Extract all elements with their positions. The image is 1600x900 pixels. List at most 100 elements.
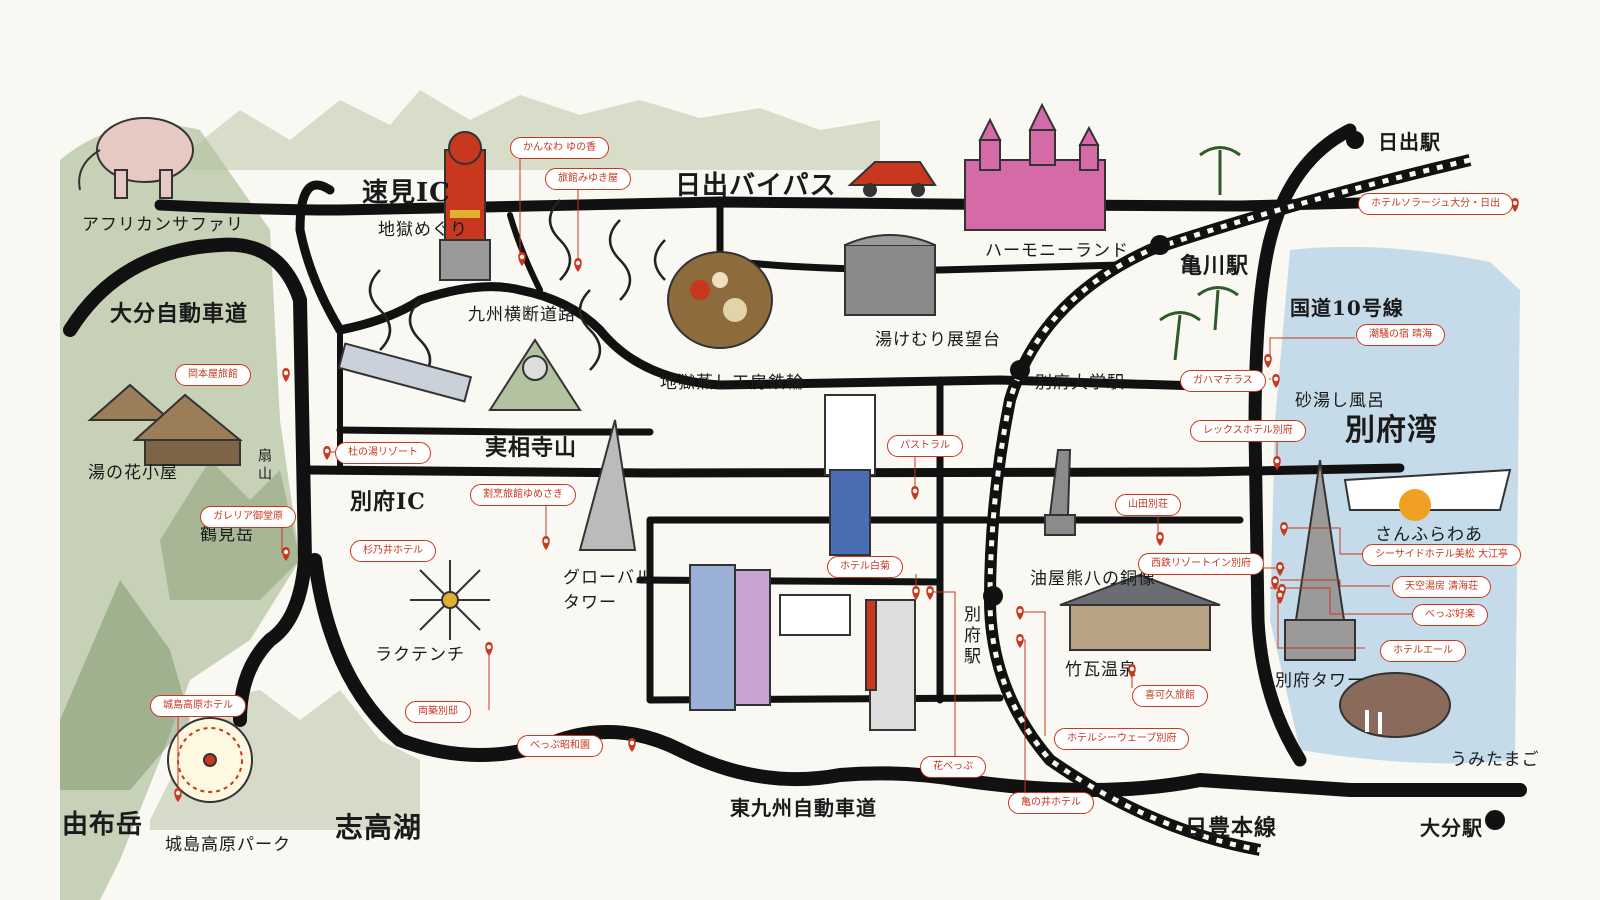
pin-label-okamotoya[interactable]: 岡本屋旅館 [175,364,251,386]
label-kijima-kogen-park: 城島高原パーク [165,835,291,855]
hut-building [87,383,243,466]
pin-label-morinoyu[interactable]: 杜の湯リゾート [335,442,431,464]
label-kamegawa-station: 亀川駅 [1180,253,1250,279]
tsurumidake-mountain [160,460,300,600]
label-yukemuri-observatory: 湯けむり展望台 [875,330,1001,350]
pin-label-showaen[interactable]: べっぷ昭和園 [517,735,603,757]
pin-label-suginoi[interactable]: 杉乃井ホテル [350,540,436,562]
label-rakutenchi: ラクテンチ [375,645,465,665]
pin-label-nishitetsu[interactable]: 西鉄リゾートイン別府 [1138,553,1264,575]
label-route10: 国道10号線 [1290,296,1404,320]
pin-icon-seikaiso[interactable] [1271,576,1279,590]
city-road-1 [336,426,654,436]
label-hiji-station: 日出駅 [1378,130,1441,154]
oita-station-mark [1485,810,1505,830]
pin-icon-okamotoya[interactable] [282,368,290,382]
global-tower [578,419,637,551]
noren-curtain [779,594,851,636]
hiji-station-mark [1346,131,1364,149]
pin-icon-morinoyu[interactable] [323,446,331,460]
rakutenchi-ferris [410,560,490,640]
oita-expressway-road [63,237,312,727]
pin-label-ryochiku[interactable]: 両築別邸 [405,701,471,723]
pin-icon-harumi[interactable] [1264,354,1272,368]
pin-label-rex[interactable]: レックスホテル別府 [1190,420,1306,442]
pin-icon-yamada[interactable] [1156,532,1164,546]
pin-label-pastoral[interactable]: パストラル [887,435,963,457]
hiji-bypass-road [154,194,1486,216]
red-oni-statue [439,131,491,281]
pin-icon-kamenoi[interactable] [1016,634,1024,648]
pin-icon-kikaku[interactable] [1128,664,1136,678]
pin-label-kikaku[interactable]: 喜可久旅館 [1132,685,1208,707]
pin-label-kannawa[interactable]: かんなわ ゆの香 [510,137,610,159]
pin-icon-ale[interactable] [1276,590,1284,604]
pin-label-kijima-hotel[interactable]: 城島高原ホテル [150,695,246,717]
label-jissoji-yama: 実相寺山 [485,435,578,461]
pin-label-ale[interactable]: ホテルエール [1380,640,1466,662]
yufudake-mountain [60,580,190,790]
pin-icon-showaen[interactable] [628,738,636,752]
pin-label-hanabeppu[interactable]: 花べっぷ [920,756,986,778]
yukemuri-observatory [844,234,936,316]
pin-icon-shiragiku-2[interactable] [926,586,934,600]
pin-icon-seawave[interactable] [1016,606,1024,620]
pin-icon-galleria[interactable] [282,547,290,561]
pin-label-yamada[interactable]: 山田別荘 [1115,494,1181,516]
label-beppu-univ-station: 別府大学駅 [1035,373,1125,393]
label-umitamago: うみたまご [1450,750,1540,770]
jigoku-mushi-plate [667,251,773,349]
label-takegawara-onsen: 竹瓦温泉 [1065,660,1137,680]
label-higashi-kyushu-expressway: 東九州自動車道 [730,796,877,820]
pin-icon-bimatsu[interactable] [1280,522,1288,536]
pin-label-shiragiku[interactable]: ホテル白菊 [827,556,903,578]
pin-icon-pastoral[interactable] [911,486,919,500]
sunflower-ferry [1343,468,1512,521]
label-oita-expressway: 大分自動車道 [110,301,249,327]
bathers-figures [337,342,916,731]
jissoji-temple [488,338,582,411]
pin-icon-kijima-hotel[interactable] [174,788,182,802]
pin-icon-ryochiku[interactable] [485,642,493,656]
label-nippo-line: 日豊本線 [1185,815,1278,841]
label-aburaya-statue: 油屋熊八の銅像 [1030,569,1156,589]
pin-label-bimatsu[interactable]: シーサイドホテル美松 大江亭 [1362,544,1521,566]
red-car [847,161,937,197]
label-harmony-land: ハーモニーランド [985,241,1129,261]
pin-label-gahama[interactable]: ガハマテラス [1180,370,1266,392]
beppu-station-mark [983,586,1003,606]
aburaya-statue [1044,449,1076,536]
pin-label-yumesaki[interactable]: 割烹旅館ゆめさき [470,484,576,506]
pin-icon-nishitetsu[interactable] [1276,562,1284,576]
pin-label-seikaiso[interactable]: 天空湯房 清海荘 [1392,576,1492,598]
kamegawa-station-mark [1150,235,1170,255]
pin-icon-miyukiya[interactable] [574,258,582,272]
pin-label-seawave[interactable]: ホテルシーウェーブ別府 [1054,728,1190,750]
pin-label-koraku[interactable]: べっぷ好楽 [1412,604,1488,626]
pin-icon-yumesaki[interactable] [542,536,550,550]
label-jigokumushi-kobo: 地獄蒸し工房鉄輪 [660,373,804,393]
label-shidaka-lake: 志高湖 [335,811,423,844]
pin-label-solage[interactable]: ホテルソラージュ大分・日出 [1358,193,1514,215]
label-sand-bath: 砂湯し風呂 [1295,391,1385,411]
pin-label-galleria[interactable]: ガレリア御堂原 [200,506,296,528]
pin-label-kamenoi[interactable]: 亀の井ホテル [1008,792,1094,814]
label-beppu-bay: 別府湾 [1345,413,1438,448]
pin-icon-shiragiku-1[interactable] [912,586,920,600]
label-global-tower: グローバルタワー [563,568,653,613]
label-oita-station: 大分駅 [1420,816,1483,840]
higashi-kyushu-expressway-road [308,553,1527,797]
label-yunohana-goya: 湯の花小屋 [88,463,178,483]
pin-icon-gahama[interactable] [1272,374,1280,388]
pin-label-miyukiya[interactable]: 旅館みゆき屋 [545,168,631,190]
route10-road [1248,123,1357,767]
label-ogiyama: 扇山 [256,448,272,484]
pin-label-harumi[interactable]: 潮騒の宿 晴海 [1356,324,1446,346]
pin-icon-kannawa[interactable] [518,252,526,266]
pin-icon-rex[interactable] [1273,456,1281,470]
beppu-univ-station-mark [1010,360,1030,380]
label-hayami-ic: 速見IC [362,178,451,208]
mountain-ridge-top [190,90,880,170]
